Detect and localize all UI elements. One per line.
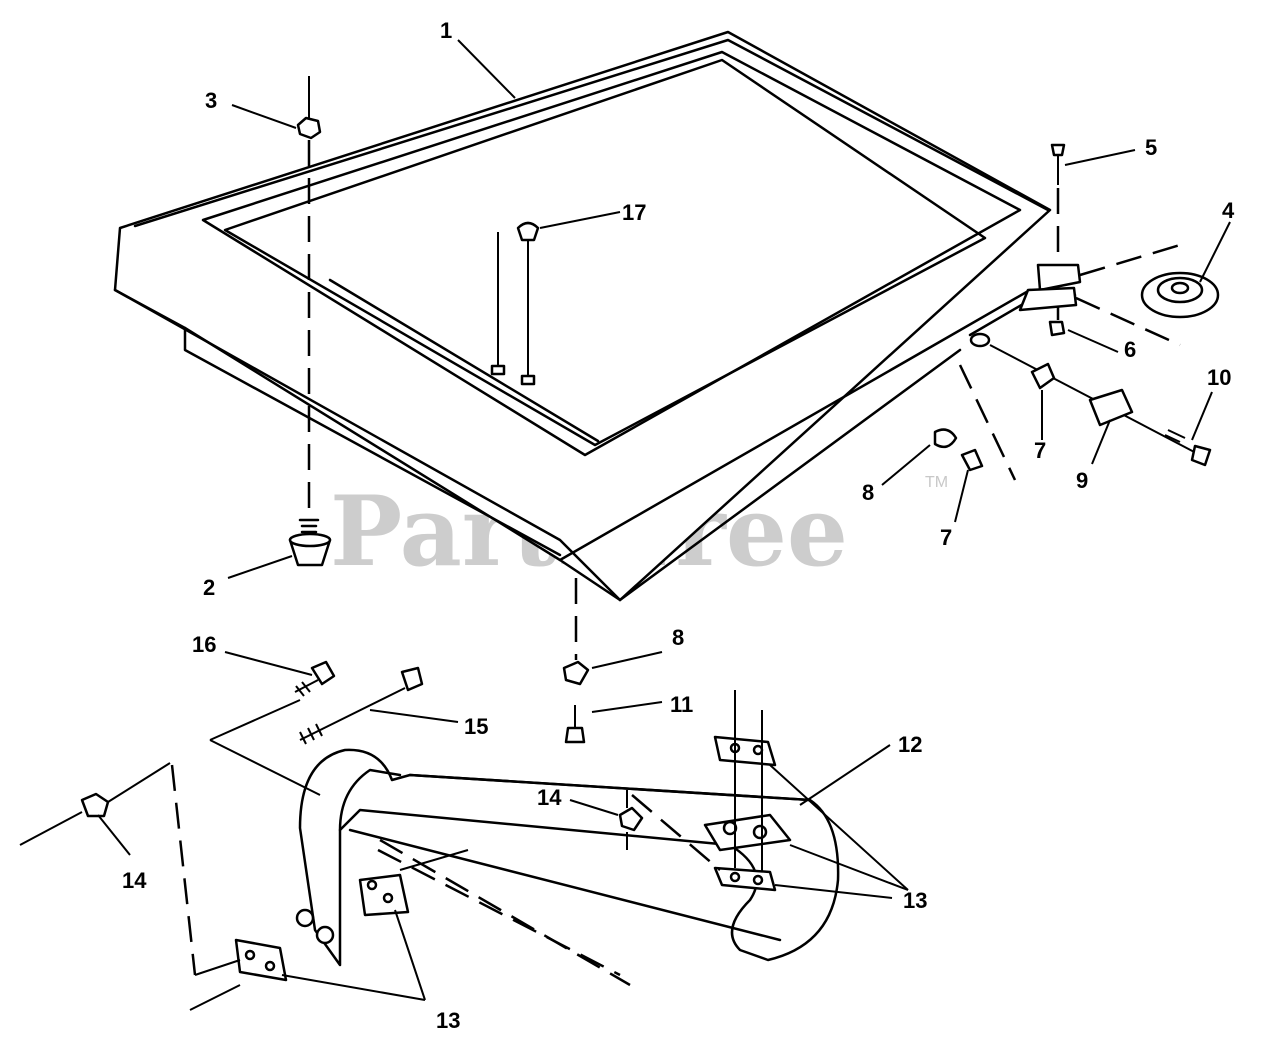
callout-8a: 8 xyxy=(862,480,874,505)
strap-part-12 xyxy=(298,748,840,987)
bolt-part-16 xyxy=(294,660,336,697)
callout-14b: 14 xyxy=(537,785,562,810)
callout-8b: 8 xyxy=(672,625,684,650)
plate-part-13 xyxy=(234,690,792,982)
callout-15: 15 xyxy=(464,714,488,739)
tray-part xyxy=(113,30,1077,602)
callout-1: 1 xyxy=(440,18,452,43)
callout-leaders xyxy=(97,39,1231,1001)
callout-4: 4 xyxy=(1222,198,1235,223)
callout-14a: 14 xyxy=(122,868,147,893)
callout-10: 10 xyxy=(1207,365,1231,390)
watermark-trademark: TM xyxy=(925,474,948,491)
callout-2: 2 xyxy=(203,575,215,600)
callout-12: 12 xyxy=(898,732,922,757)
callout-6: 6 xyxy=(1124,337,1136,362)
nut-bolt-8-11 xyxy=(562,578,590,744)
callout-11: 11 xyxy=(670,692,693,717)
nut-part-14 xyxy=(19,699,721,1011)
callout-16: 16 xyxy=(192,632,216,657)
callout-7b: 7 xyxy=(940,525,952,550)
callout-13a: 13 xyxy=(903,888,927,913)
bumper-part-2 xyxy=(288,518,332,567)
callout-7a: 7 xyxy=(1034,438,1046,463)
callout-17: 17 xyxy=(622,200,646,225)
callout-numbers: 1 3 5 4 17 6 10 7 9 8 7 2 16 8 11 15 12 … xyxy=(122,18,1235,1033)
hinge-bracket xyxy=(1018,143,1181,347)
nut-part-3 xyxy=(296,76,322,520)
wheel-part-4 xyxy=(1140,271,1220,319)
bolt-part-17 xyxy=(490,221,540,386)
callout-13b: 13 xyxy=(436,1008,460,1033)
callout-9: 9 xyxy=(1076,468,1088,493)
axle-assembly xyxy=(933,332,1212,481)
callout-5: 5 xyxy=(1145,135,1157,160)
callout-3: 3 xyxy=(205,88,217,113)
bolt-part-15 xyxy=(299,666,424,745)
